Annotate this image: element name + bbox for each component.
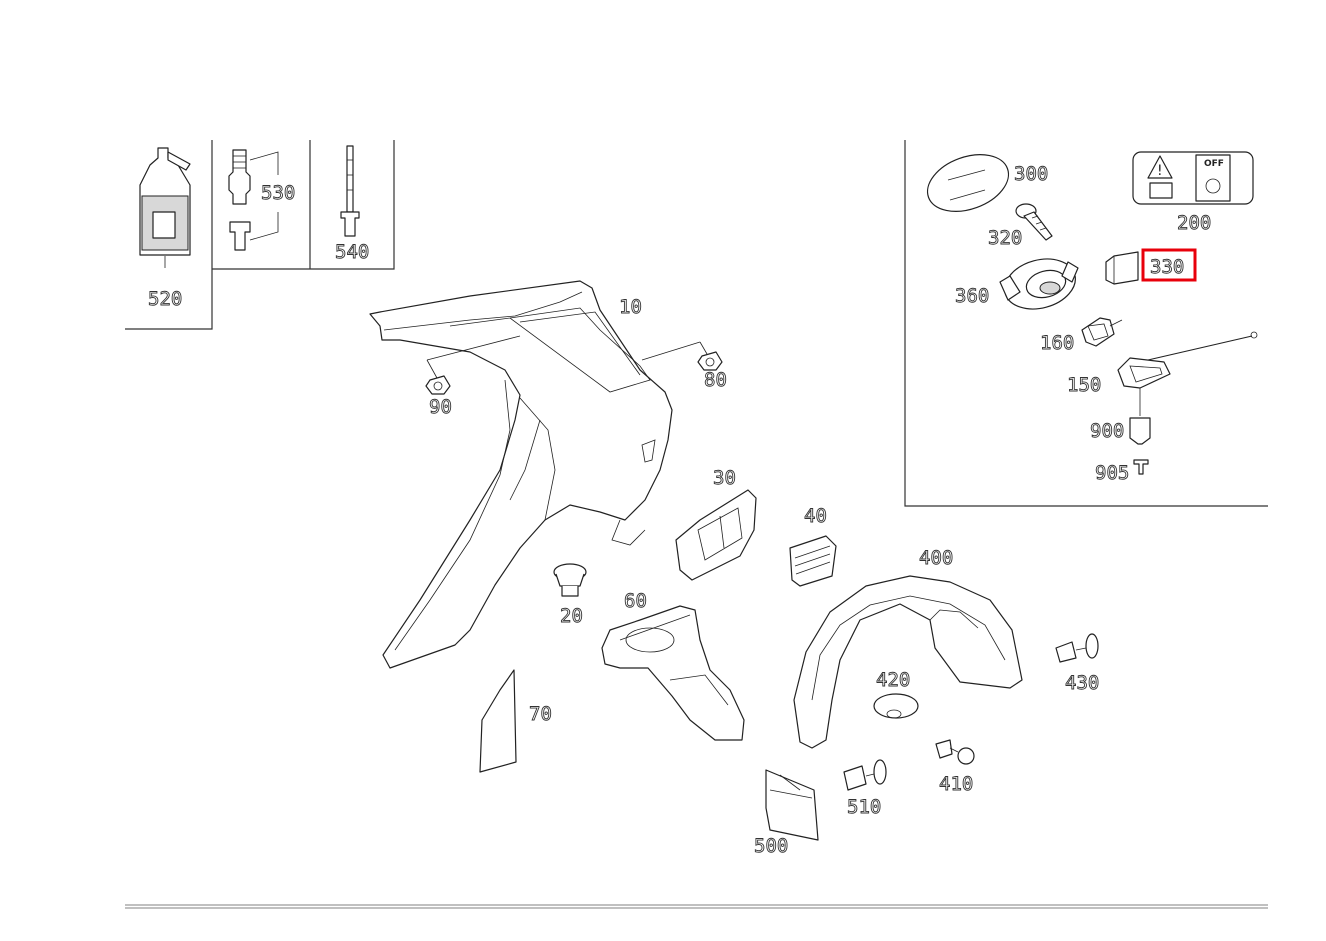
part-label-420[interactable]: 420 [876,669,911,692]
part-label-430[interactable]: 430 [1065,672,1100,695]
clip-430-icon[interactable] [1055,633,1099,663]
nut-90-icon[interactable] [425,375,451,395]
sticker-off-text: OFF [1204,159,1224,169]
part-label-520[interactable]: 520 [148,288,183,311]
part-label-510[interactable]: 510 [847,796,882,819]
part-label-300[interactable]: 300 [1014,163,1049,186]
part-label-200[interactable]: 200 [1177,212,1212,235]
actuator-150-icon[interactable] [1117,331,1258,416]
part-label-10[interactable]: 10 [619,296,643,319]
fuel-flap-cover-icon[interactable] [920,144,1017,222]
part-label-70[interactable]: 70 [529,703,553,726]
screw-320-icon[interactable] [1015,203,1053,241]
part-label-30[interactable]: 30 [713,467,737,490]
accessory-panel-left: 520 530 540 [125,140,395,330]
stud-540-icon[interactable] [340,145,360,237]
vent-40-icon[interactable] [789,535,837,587]
part-label-905[interactable]: 905 [1095,462,1130,485]
wheel-arch-liner-400-icon[interactable] [793,575,1023,749]
pin-905-icon[interactable] [1133,459,1149,475]
nut-420-icon[interactable] [873,693,919,719]
part-label-160[interactable]: 160 [1040,332,1075,355]
part-label-400[interactable]: 400 [919,547,954,570]
actuator-160-icon[interactable] [1081,317,1123,347]
warning-sticker-icon[interactable]: ! OFF [1132,151,1254,205]
part-label-360[interactable]: 360 [955,285,990,308]
bracket-30-icon[interactable] [675,489,757,581]
clip-330-icon[interactable] [1105,251,1139,285]
clip-410-icon[interactable] [935,739,975,765]
mud-flap-500-icon[interactable] [765,769,819,841]
highlight-box-330 [1141,248,1197,282]
panel-70-icon[interactable] [479,669,517,773]
quarter-panel-10-icon[interactable] [369,280,708,669]
fuel-flap-panel: ! OFF [904,140,1268,507]
bolt-530-icon[interactable] [228,149,279,251]
part-label-20[interactable]: 20 [560,605,584,628]
part-label-410[interactable]: 410 [939,773,974,796]
nut-80-icon[interactable] [697,351,723,371]
svg-text:!: ! [1157,163,1163,179]
part-label-60[interactable]: 60 [624,590,648,613]
part-label-80[interactable]: 80 [704,369,728,392]
part-label-330[interactable]: 330 [1150,256,1185,279]
part-label-150[interactable]: 150 [1067,374,1102,397]
part-label-530[interactable]: 530 [261,182,296,205]
part-label-90[interactable]: 90 [429,396,453,419]
part-label-40[interactable]: 40 [804,505,828,528]
part-label-900[interactable]: 900 [1090,420,1125,443]
part-label-320[interactable]: 320 [988,227,1023,250]
part-label-500[interactable]: 500 [754,835,789,858]
sealant-bottle-icon[interactable] [139,147,191,268]
wheelhouse-60-icon[interactable] [601,605,745,741]
clip-510-icon[interactable] [843,759,887,791]
bracket-900-icon[interactable] [1129,417,1151,445]
fuel-filler-housing-icon[interactable] [999,252,1081,317]
part-label-540[interactable]: 540 [335,241,370,264]
bush-20-icon[interactable] [553,563,587,597]
